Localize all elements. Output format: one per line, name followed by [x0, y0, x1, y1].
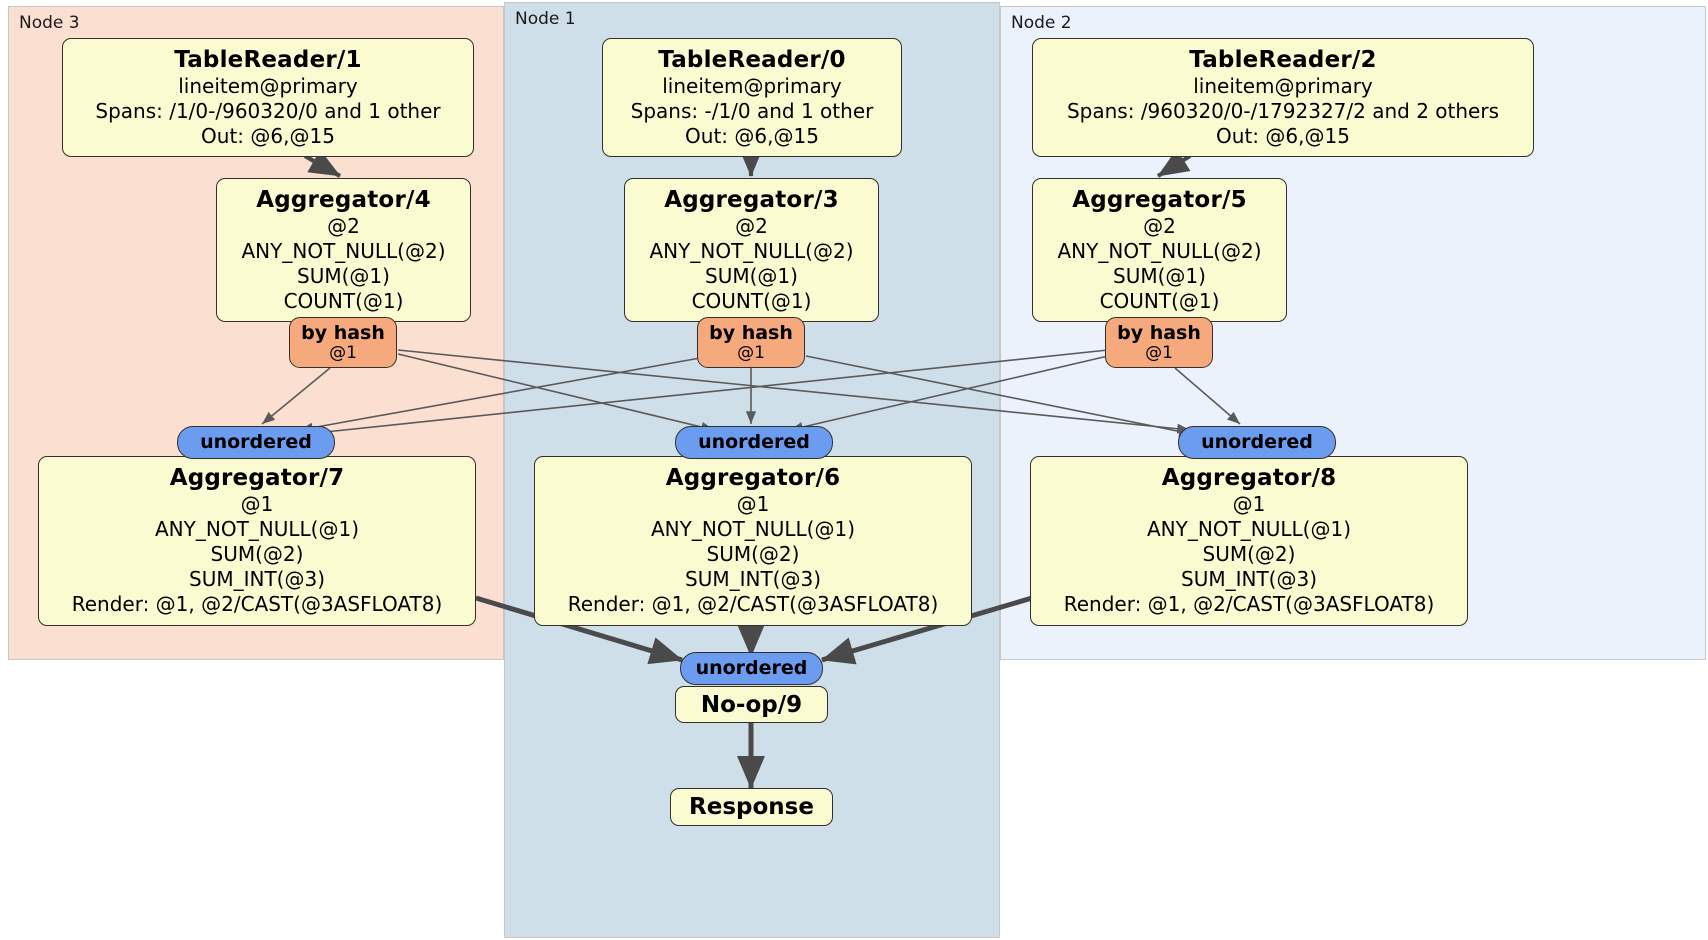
edge-hashright-to-unordered-center	[789, 355, 1109, 433]
processor-title: Aggregator/4	[256, 186, 431, 213]
edge-aggregator8-to-unordered-final	[821, 595, 1033, 665]
processor-detail: lineitem@primary	[1193, 73, 1373, 98]
edge-hashleft-to-unordered-left	[261, 367, 331, 425]
processor-title: Aggregator/5	[1072, 186, 1247, 213]
processor-aggregator-8[interactable]: Aggregator/8 @1 ANY_NOT_NULL(@1) SUM(@2)…	[1030, 456, 1468, 626]
edge-hashcenter-to-unordered-left	[299, 357, 701, 433]
router-column-label: @1	[737, 342, 765, 363]
processor-detail: Spans: /960320/0-/1792327/2 and 2 others	[1066, 98, 1499, 123]
collector-label: unordered	[1201, 431, 1313, 453]
processor-render-detail: Render: @1, @2/CAST(@3ASFLOAT8)	[1063, 592, 1435, 616]
node-panel-label-node1: Node 1	[515, 9, 576, 29]
processor-detail: Out: @6,@15	[685, 123, 819, 148]
edge-hashright-to-unordered-left	[305, 349, 1109, 438]
processor-aggregator-7[interactable]: Aggregator/7 @1 ANY_NOT_NULL(@1) SUM(@2)…	[38, 456, 476, 626]
processor-title: Aggregator/8	[1161, 465, 1337, 491]
processor-aggregator-6[interactable]: Aggregator/6 @1 ANY_NOT_NULL(@1) SUM(@2)…	[534, 456, 972, 626]
collector-unordered-left[interactable]: unordered	[177, 426, 335, 459]
node-panel-label-node2: Node 2	[1011, 13, 1072, 33]
router-column-label: @1	[1145, 342, 1173, 363]
collector-label: unordered	[200, 431, 312, 453]
router-kind-label: by hash	[709, 321, 793, 344]
processor-detail: SUM_INT(@3)	[685, 567, 821, 591]
processor-detail: COUNT(@1)	[691, 288, 812, 313]
processor-render-detail: Render: @1, @2/CAST(@3ASFLOAT8)	[567, 592, 939, 616]
processor-detail: SUM(@1)	[705, 263, 798, 288]
edge-hashcenter-to-unordered-right	[805, 355, 1193, 437]
node-panel-label-node3: Node 3	[19, 13, 80, 33]
processor-response[interactable]: Response	[670, 788, 833, 826]
processor-tablereader-2[interactable]: TableReader/2 lineitem@primary Spans: /9…	[1032, 38, 1534, 157]
collector-unordered-center[interactable]: unordered	[675, 426, 833, 459]
processor-detail: @1	[240, 492, 274, 516]
processor-detail: Out: @6,@15	[1216, 123, 1350, 148]
processor-detail: @2	[735, 213, 768, 238]
collector-label: unordered	[695, 657, 808, 679]
processor-detail: SUM(@2)	[706, 542, 800, 566]
processor-detail: @1	[1232, 492, 1266, 516]
processor-detail: ANY_NOT_NULL(@1)	[651, 517, 855, 541]
processor-aggregator-4[interactable]: Aggregator/4 @2 ANY_NOT_NULL(@2) SUM(@1)…	[216, 178, 471, 322]
processor-tablereader-0[interactable]: TableReader/0 lineitem@primary Spans: -/…	[602, 38, 902, 157]
processor-title: TableReader/1	[174, 46, 362, 73]
processor-detail: COUNT(@1)	[283, 288, 404, 313]
processor-detail: ANY_NOT_NULL(@2)	[241, 238, 446, 263]
processor-detail: SUM_INT(@3)	[1181, 567, 1317, 591]
collector-unordered-right[interactable]: unordered	[1178, 426, 1336, 459]
processor-title: TableReader/0	[658, 46, 846, 73]
processor-title: No-op/9	[700, 691, 803, 718]
processor-detail: SUM_INT(@3)	[189, 567, 325, 591]
processor-noop-9[interactable]: No-op/9	[675, 686, 828, 723]
processor-detail: Spans: /1/0-/960320/0 and 1 other	[95, 98, 441, 123]
processor-detail: ANY_NOT_NULL(@1)	[155, 517, 359, 541]
processor-detail: ANY_NOT_NULL(@1)	[1147, 517, 1351, 541]
router-column-label: @1	[329, 342, 357, 363]
processor-detail: SUM(@1)	[1113, 263, 1206, 288]
collector-unordered-final[interactable]: unordered	[680, 652, 823, 685]
processor-render-detail: Render: @1, @2/CAST(@3ASFLOAT8)	[71, 592, 443, 616]
edge-hashleft-to-unordered-center	[397, 353, 715, 432]
processor-detail: @2	[327, 213, 360, 238]
processor-detail: COUNT(@1)	[1099, 288, 1220, 313]
edge-tablereader1-to-aggregator4	[303, 149, 342, 178]
processor-detail: Spans: -/1/0 and 1 other	[630, 98, 874, 123]
processor-detail: lineitem@primary	[662, 73, 842, 98]
router-by-hash-center[interactable]: by hash @1	[697, 317, 805, 368]
processor-detail: @1	[736, 492, 770, 516]
processor-title: TableReader/2	[1189, 46, 1377, 73]
router-kind-label: by hash	[301, 321, 385, 344]
processor-detail: SUM(@2)	[210, 542, 304, 566]
processor-title: Aggregator/7	[169, 465, 345, 491]
processor-detail: lineitem@primary	[178, 73, 358, 98]
processor-title: Aggregator/3	[664, 186, 839, 213]
processor-title: Response	[689, 794, 814, 820]
edge-aggregator7-to-unordered-final	[475, 595, 683, 665]
router-kind-label: by hash	[1117, 321, 1201, 344]
edge-hashright-to-unordered-right	[1174, 367, 1241, 425]
collector-label: unordered	[698, 431, 810, 453]
processor-detail: SUM(@1)	[297, 263, 390, 288]
processor-detail: @2	[1143, 213, 1176, 238]
edge-tablereader2-to-aggregator2	[1156, 148, 1192, 178]
processor-aggregator-5[interactable]: Aggregator/5 @2 ANY_NOT_NULL(@2) SUM(@1)…	[1032, 178, 1287, 322]
processor-detail: SUM(@2)	[1202, 542, 1296, 566]
edge-hashleft-to-unordered-right	[397, 349, 1191, 434]
processor-detail: ANY_NOT_NULL(@2)	[1057, 238, 1262, 263]
processor-aggregator-3[interactable]: Aggregator/3 @2 ANY_NOT_NULL(@2) SUM(@1)…	[624, 178, 879, 322]
router-by-hash-right[interactable]: by hash @1	[1105, 317, 1213, 368]
processor-title: Aggregator/6	[665, 465, 841, 491]
processor-tablereader-1[interactable]: TableReader/1 lineitem@primary Spans: /1…	[62, 38, 474, 157]
processor-detail: Out: @6,@15	[201, 123, 335, 148]
processor-detail: ANY_NOT_NULL(@2)	[649, 238, 854, 263]
router-by-hash-left[interactable]: by hash @1	[289, 317, 397, 368]
